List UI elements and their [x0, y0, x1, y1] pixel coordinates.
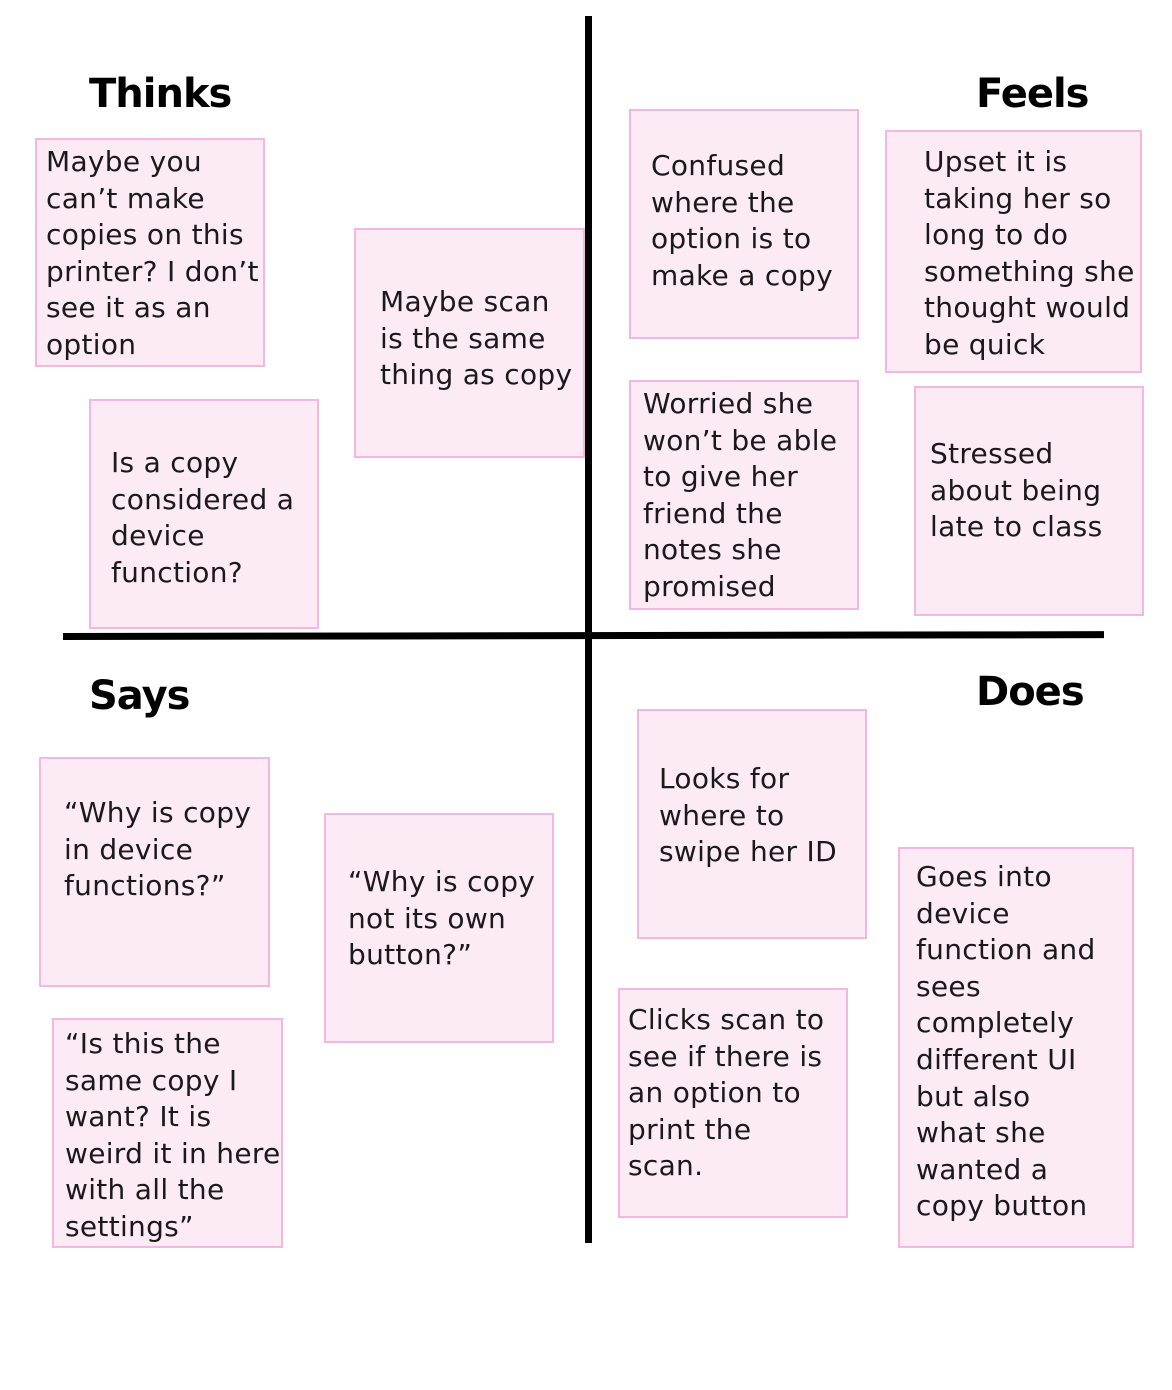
- horizontal-axis: [62, 631, 1105, 640]
- vertical-axis: [585, 16, 592, 1243]
- sticky-note-thinks-3: Is a copy considered a device function?: [89, 399, 319, 629]
- sticky-note-says-3: “Is this the same copy I want? It is wei…: [52, 1018, 283, 1248]
- sticky-note-feels-3: Worried she won’t be able to give her fr…: [629, 380, 859, 610]
- heading-thinks: Thinks: [89, 71, 232, 117]
- heading-says: Says: [89, 673, 190, 719]
- heading-does: Does: [976, 669, 1085, 715]
- sticky-note-feels-1: Confused where the option is to make a c…: [629, 109, 859, 339]
- sticky-note-says-1: “Why is copy in device functions?”: [39, 757, 270, 987]
- heading-feels: Feels: [976, 71, 1089, 117]
- sticky-note-feels-2: Upset it is taking her so long to do som…: [885, 130, 1142, 373]
- sticky-note-does-2: Goes into device function and sees compl…: [898, 847, 1134, 1248]
- sticky-note-feels-4: Stressed about being late to class: [914, 386, 1144, 616]
- sticky-note-thinks-2: Maybe scan is the same thing as copy: [354, 228, 585, 458]
- sticky-note-thinks-1: Maybe you can’t make copies on this prin…: [35, 138, 265, 367]
- sticky-note-does-1: Looks for where to swipe her ID: [637, 709, 867, 939]
- sticky-note-says-2: “Why is copy not its own button?”: [324, 813, 554, 1043]
- sticky-note-does-3: Clicks scan to see if there is an option…: [618, 988, 848, 1218]
